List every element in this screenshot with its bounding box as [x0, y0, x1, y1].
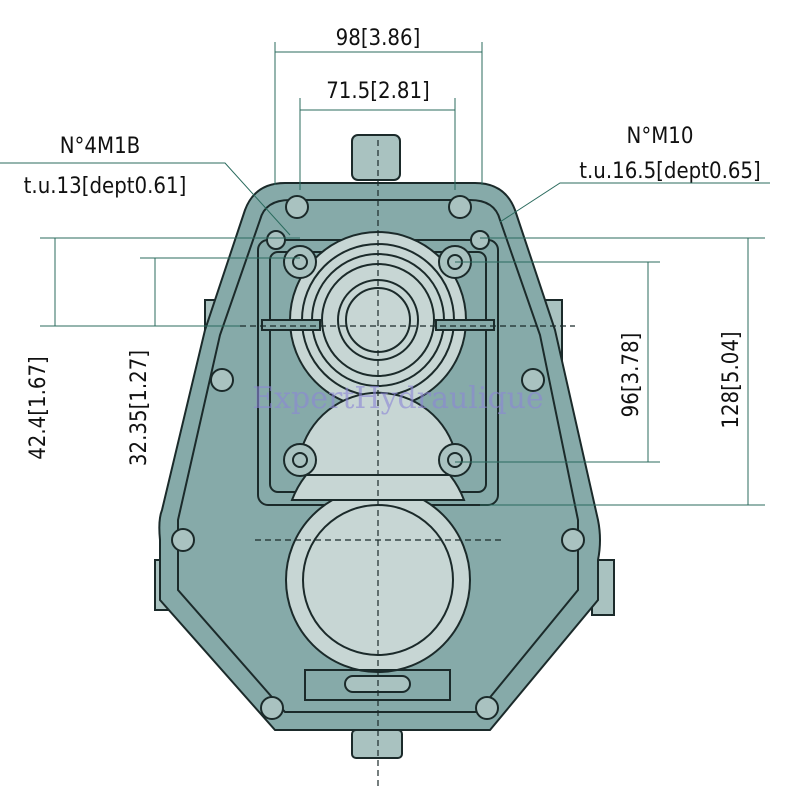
callout-left-depth: t.u.13[dept0.61] [24, 174, 187, 199]
dim-height-outer: 128[5.04] [719, 331, 744, 428]
gearbox-body [154, 134, 615, 759]
callout-right-depth: t.u.16.5[dept0.65] [579, 159, 761, 184]
watermark: ExpertHydraulique [252, 381, 544, 416]
dim-offset-left-outer: 42.4[1.67] [26, 356, 51, 460]
dim-width-inner: 71.5[2.81] [326, 79, 430, 104]
dimension-lines [0, 42, 770, 506]
callout-left-thread: N°4M1B [60, 134, 141, 159]
callout-right-thread: N°M10 [627, 124, 694, 149]
center-lines [240, 140, 575, 790]
dim-offset-left-inner: 32.35[1.27] [127, 350, 152, 466]
dim-width-outer: 98[3.86] [336, 26, 421, 51]
dim-height-inner: 96[3.78] [619, 333, 644, 418]
